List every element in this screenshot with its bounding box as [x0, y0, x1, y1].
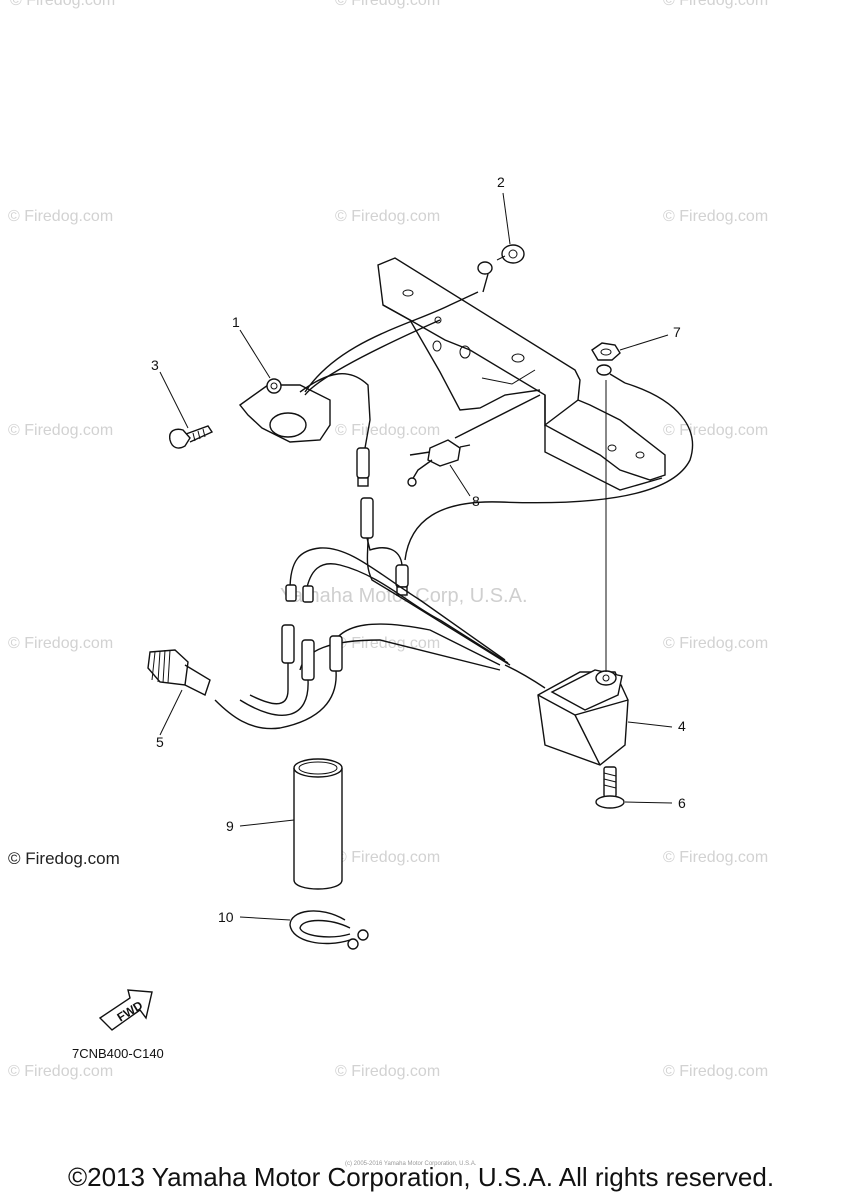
wire-harness [214, 497, 546, 730]
watermark: © Firedog.com [663, 422, 769, 439]
watermark: © Firedog.com [663, 849, 769, 866]
center-watermark: Yamaha Motor Corp, U.S.A. [280, 585, 528, 607]
callout-3: 3 [151, 357, 159, 373]
callout-7: 7 [673, 324, 681, 340]
band [289, 910, 369, 950]
wire-clip [407, 394, 541, 487]
nut [404, 342, 694, 561]
watermark: © Firedog.com [335, 849, 441, 866]
drawing-code: 7CNB400-C140 [72, 1046, 164, 1061]
watermark: © Firedog.com [663, 0, 769, 9]
watermark: © Firedog.com [335, 422, 441, 439]
watermark: © Firedog.com [8, 208, 114, 225]
watermark: © Firedog.com [663, 1063, 769, 1080]
watermark: © Firedog.com [663, 208, 769, 225]
watermark: © Firedog.com [663, 635, 769, 652]
watermark: © Firedog.com [335, 1063, 441, 1080]
watermark: © Firedog.com [8, 635, 114, 652]
callout-9: 9 [226, 818, 234, 834]
callout-6: 6 [678, 795, 686, 811]
cdi-unit [537, 380, 629, 766]
thermo-switch [238, 319, 441, 487]
bolt [595, 766, 625, 809]
callout-1: 1 [232, 314, 240, 330]
leader-lines [159, 192, 673, 921]
watermark: © Firedog.com [335, 208, 441, 225]
washer [304, 244, 525, 393]
watermark: © Firedog.com [8, 1063, 114, 1080]
forward-arrow-icon: FWD [98, 989, 153, 1031]
callout-2: 2 [497, 174, 505, 190]
protective-tube [293, 758, 343, 890]
mounting-bracket [377, 257, 666, 491]
watermark: © Firedog.com [8, 849, 120, 868]
screw [168, 425, 214, 449]
callout-10: 10 [218, 909, 234, 925]
callout-8: 8 [472, 493, 480, 509]
watermark: © Firedog.com [8, 422, 114, 439]
callout-5: 5 [156, 734, 164, 750]
watermark: © Firedog.com [335, 0, 441, 9]
callout-4: 4 [678, 718, 686, 734]
copyright-footer: ©2013 Yamaha Motor Corporation, U.S.A. A… [67, 1162, 775, 1192]
watermark: © Firedog.com [10, 0, 116, 9]
tiny-copyright-note: (c) 2005-2016 Yamaha Motor Corporation, … [345, 1161, 477, 1167]
coupler [147, 649, 211, 696]
